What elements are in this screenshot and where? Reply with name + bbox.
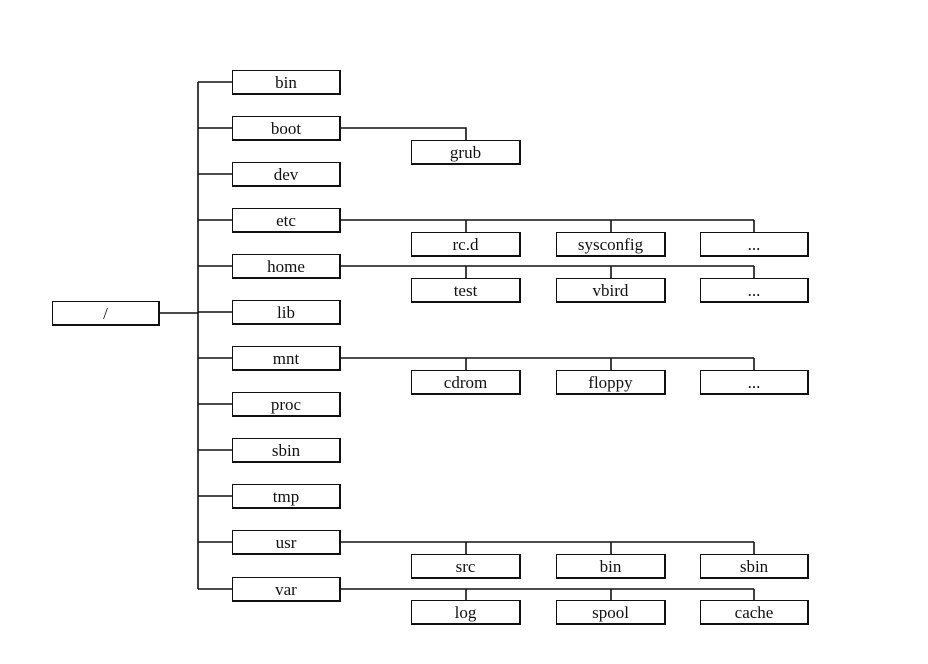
subdir-node-cache: cache [700, 600, 809, 625]
subdir-node-log: log [411, 600, 521, 625]
subdir-node-mnt-more: ... [700, 370, 809, 395]
dir-node-usr: usr [232, 530, 341, 555]
subdir-node-cdrom: cdrom [411, 370, 521, 395]
dir-node-proc: proc [232, 392, 341, 417]
dir-node-var: var [232, 577, 341, 602]
subdir-node-home-more: ... [700, 278, 809, 303]
dir-node-boot: boot [232, 116, 341, 141]
dir-node-sbin: sbin [232, 438, 341, 463]
subdir-node-usr-sbin: sbin [700, 554, 809, 579]
subdir-node-floppy: floppy [556, 370, 666, 395]
dir-node-etc: etc [232, 208, 341, 233]
dir-node-home: home [232, 254, 341, 279]
dir-node-mnt: mnt [232, 346, 341, 371]
subdir-node-vbird: vbird [556, 278, 666, 303]
connector-boot-grub [341, 127, 467, 140]
root-dir-node: / [52, 301, 160, 326]
dir-node-bin: bin [232, 70, 341, 95]
dir-node-tmp: tmp [232, 484, 341, 509]
subdir-node-etc-more: ... [700, 232, 809, 257]
subdir-node-rc-d: rc.d [411, 232, 521, 257]
dir-node-dev: dev [232, 162, 341, 187]
subdir-node-test: test [411, 278, 521, 303]
subdir-node-spool: spool [556, 600, 666, 625]
dir-node-lib: lib [232, 300, 341, 325]
subdir-node-grub: grub [411, 140, 521, 165]
subdir-node-sysconfig: sysconfig [556, 232, 666, 257]
subdir-node-src: src [411, 554, 521, 579]
subdir-node-usr-bin: bin [556, 554, 666, 579]
